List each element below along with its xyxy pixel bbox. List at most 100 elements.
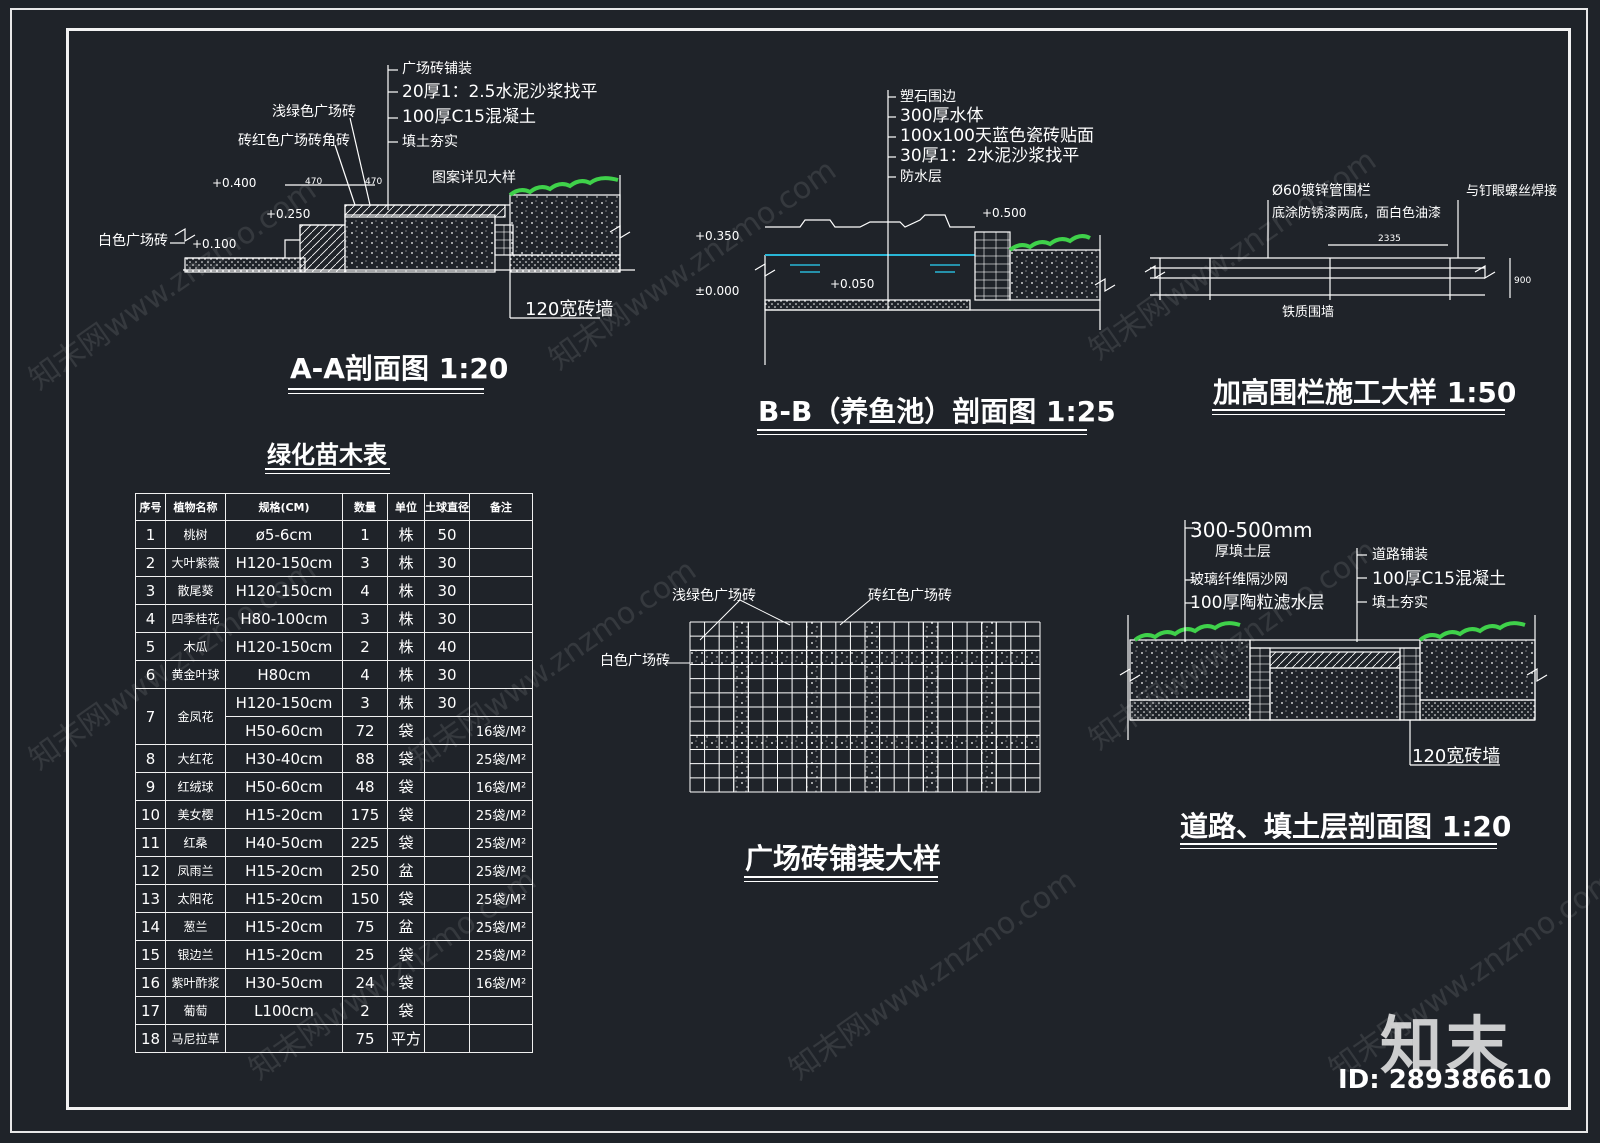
table-cell: H30-40cm [225, 744, 343, 773]
fence-label-3: 与钉眼螺丝焊接 [1466, 183, 1557, 199]
fence-base: 铁质围墙 [1282, 305, 1334, 320]
brand-logo: 知末 [1380, 1009, 1513, 1082]
table-cell: H15-20cm [225, 800, 343, 829]
table-cell: 25袋/M² [469, 828, 533, 857]
table-cell: 株 [387, 688, 425, 717]
bb-label-4: 30厚1：2水泥沙浆找平 [900, 146, 1079, 166]
table-cell: 6 [135, 660, 166, 689]
table-cell: 2 [342, 632, 388, 661]
table-cell: 14 [135, 912, 166, 941]
aa-elev-1: +0.400 [212, 176, 256, 190]
table-cell: 88 [342, 744, 388, 773]
road-section [1119, 520, 1548, 766]
paving-band [806, 621, 822, 793]
table-cell: 黄金叶球 [165, 660, 226, 689]
table-cell: 木瓜 [165, 632, 226, 661]
table-cell: 150 [342, 884, 388, 913]
table-cell: 袋 [387, 744, 425, 773]
table-cell [424, 772, 470, 801]
table-cell [424, 800, 470, 829]
table-cell: 四季桂花 [165, 604, 226, 633]
title-bb: B-B（养鱼池）剖面图 1:25 [758, 395, 1116, 428]
table-cell: 8 [135, 744, 166, 773]
header-cell: 序号 [135, 493, 166, 521]
paving-band [689, 649, 1041, 665]
bb-label-1: 塑石围边 [900, 89, 956, 105]
table-cell: 16袋/M² [469, 716, 533, 745]
header-cell: 数量 [342, 493, 388, 521]
table-cell: 2 [135, 548, 166, 577]
header-cell: 土球直径 [424, 493, 470, 521]
table-cell [424, 1024, 470, 1053]
table-cell [424, 968, 470, 997]
table-cell [469, 996, 533, 1025]
table-cell: 5 [135, 632, 166, 661]
aa-elev-3: +0.100 [192, 237, 236, 251]
table-cell: 48 [342, 772, 388, 801]
table-cell: H120-150cm [225, 576, 343, 605]
table-cell: 桃树 [165, 520, 226, 549]
bb-label-3: 100x100天蓝色瓷砖贴面 [900, 126, 1094, 146]
table-cell: 株 [387, 660, 425, 689]
table-cell: 24 [342, 968, 388, 997]
title-paving-underline [744, 876, 938, 878]
table-cell: 红绒球 [165, 772, 226, 801]
bb-labels: 塑石围边 300厚水体 100x100天蓝色瓷砖贴面 30厚1：2水泥沙浆找平 … [695, 89, 1094, 298]
table-cell: H50-60cm [225, 772, 343, 801]
header-cell: 规格(CM) [225, 493, 343, 521]
road-label-drain: 100厚陶粒滤水层 [1190, 593, 1324, 613]
aa-label-3: 100厚C15混凝土 [402, 107, 536, 127]
aa-elev-2: +0.250 [266, 207, 310, 221]
table-cell: 4 [342, 660, 388, 689]
paving-band [864, 621, 881, 793]
paving-labels [665, 599, 871, 664]
table-cell: 袋 [387, 996, 425, 1025]
aa-pattern-note: 图案详见大样 [432, 169, 516, 186]
table-cell: 3 [342, 548, 388, 577]
aa-dim-2: 470 [365, 177, 382, 187]
table-cell: 25袋/M² [469, 940, 533, 969]
road-label-conc: 100厚C15混凝土 [1372, 569, 1506, 589]
aa-label-2: 20厚1：2.5水泥沙浆找平 [402, 82, 597, 102]
table-cell: 12 [135, 856, 166, 885]
table-cell: 1 [135, 520, 166, 549]
table-cell: 10 [135, 800, 166, 829]
table-cell: H15-20cm [225, 912, 343, 941]
title-paving: 广场砖铺装大样 [745, 842, 942, 875]
paving-band [981, 621, 997, 793]
table-cell: 25袋/M² [469, 744, 533, 773]
table-cell: H15-20cm [225, 884, 343, 913]
title-table-underline [265, 468, 390, 470]
table-cell [469, 688, 533, 717]
paving-label-white: 白色广场砖 [600, 652, 670, 669]
aa-section [170, 65, 635, 319]
fence-height: 900 [1514, 276, 1531, 286]
table-cell: L100cm [225, 996, 343, 1025]
aa-wall: 120宽砖墙 [525, 299, 613, 320]
table-cell: 葱兰 [165, 912, 226, 941]
road-label-fill: 填土夯实 [1372, 595, 1428, 611]
bb-elev-top: +0.500 [982, 206, 1026, 220]
bb-elev-water: +0.350 [695, 229, 739, 243]
table-cell: 袋 [387, 800, 425, 829]
paving-band [689, 734, 1041, 750]
title-road: 道路、填土层剖面图 1:20 [1180, 810, 1512, 843]
fence-section [1144, 200, 1511, 300]
table-cell: 株 [387, 604, 425, 633]
title-aa-underline [288, 388, 484, 390]
title-table: 绿化苗木表 [267, 441, 387, 469]
table-cell: 11 [135, 828, 166, 857]
table-cell [469, 1024, 533, 1053]
aa-tile-red: 砖红色广场砖角砖 [238, 132, 350, 149]
